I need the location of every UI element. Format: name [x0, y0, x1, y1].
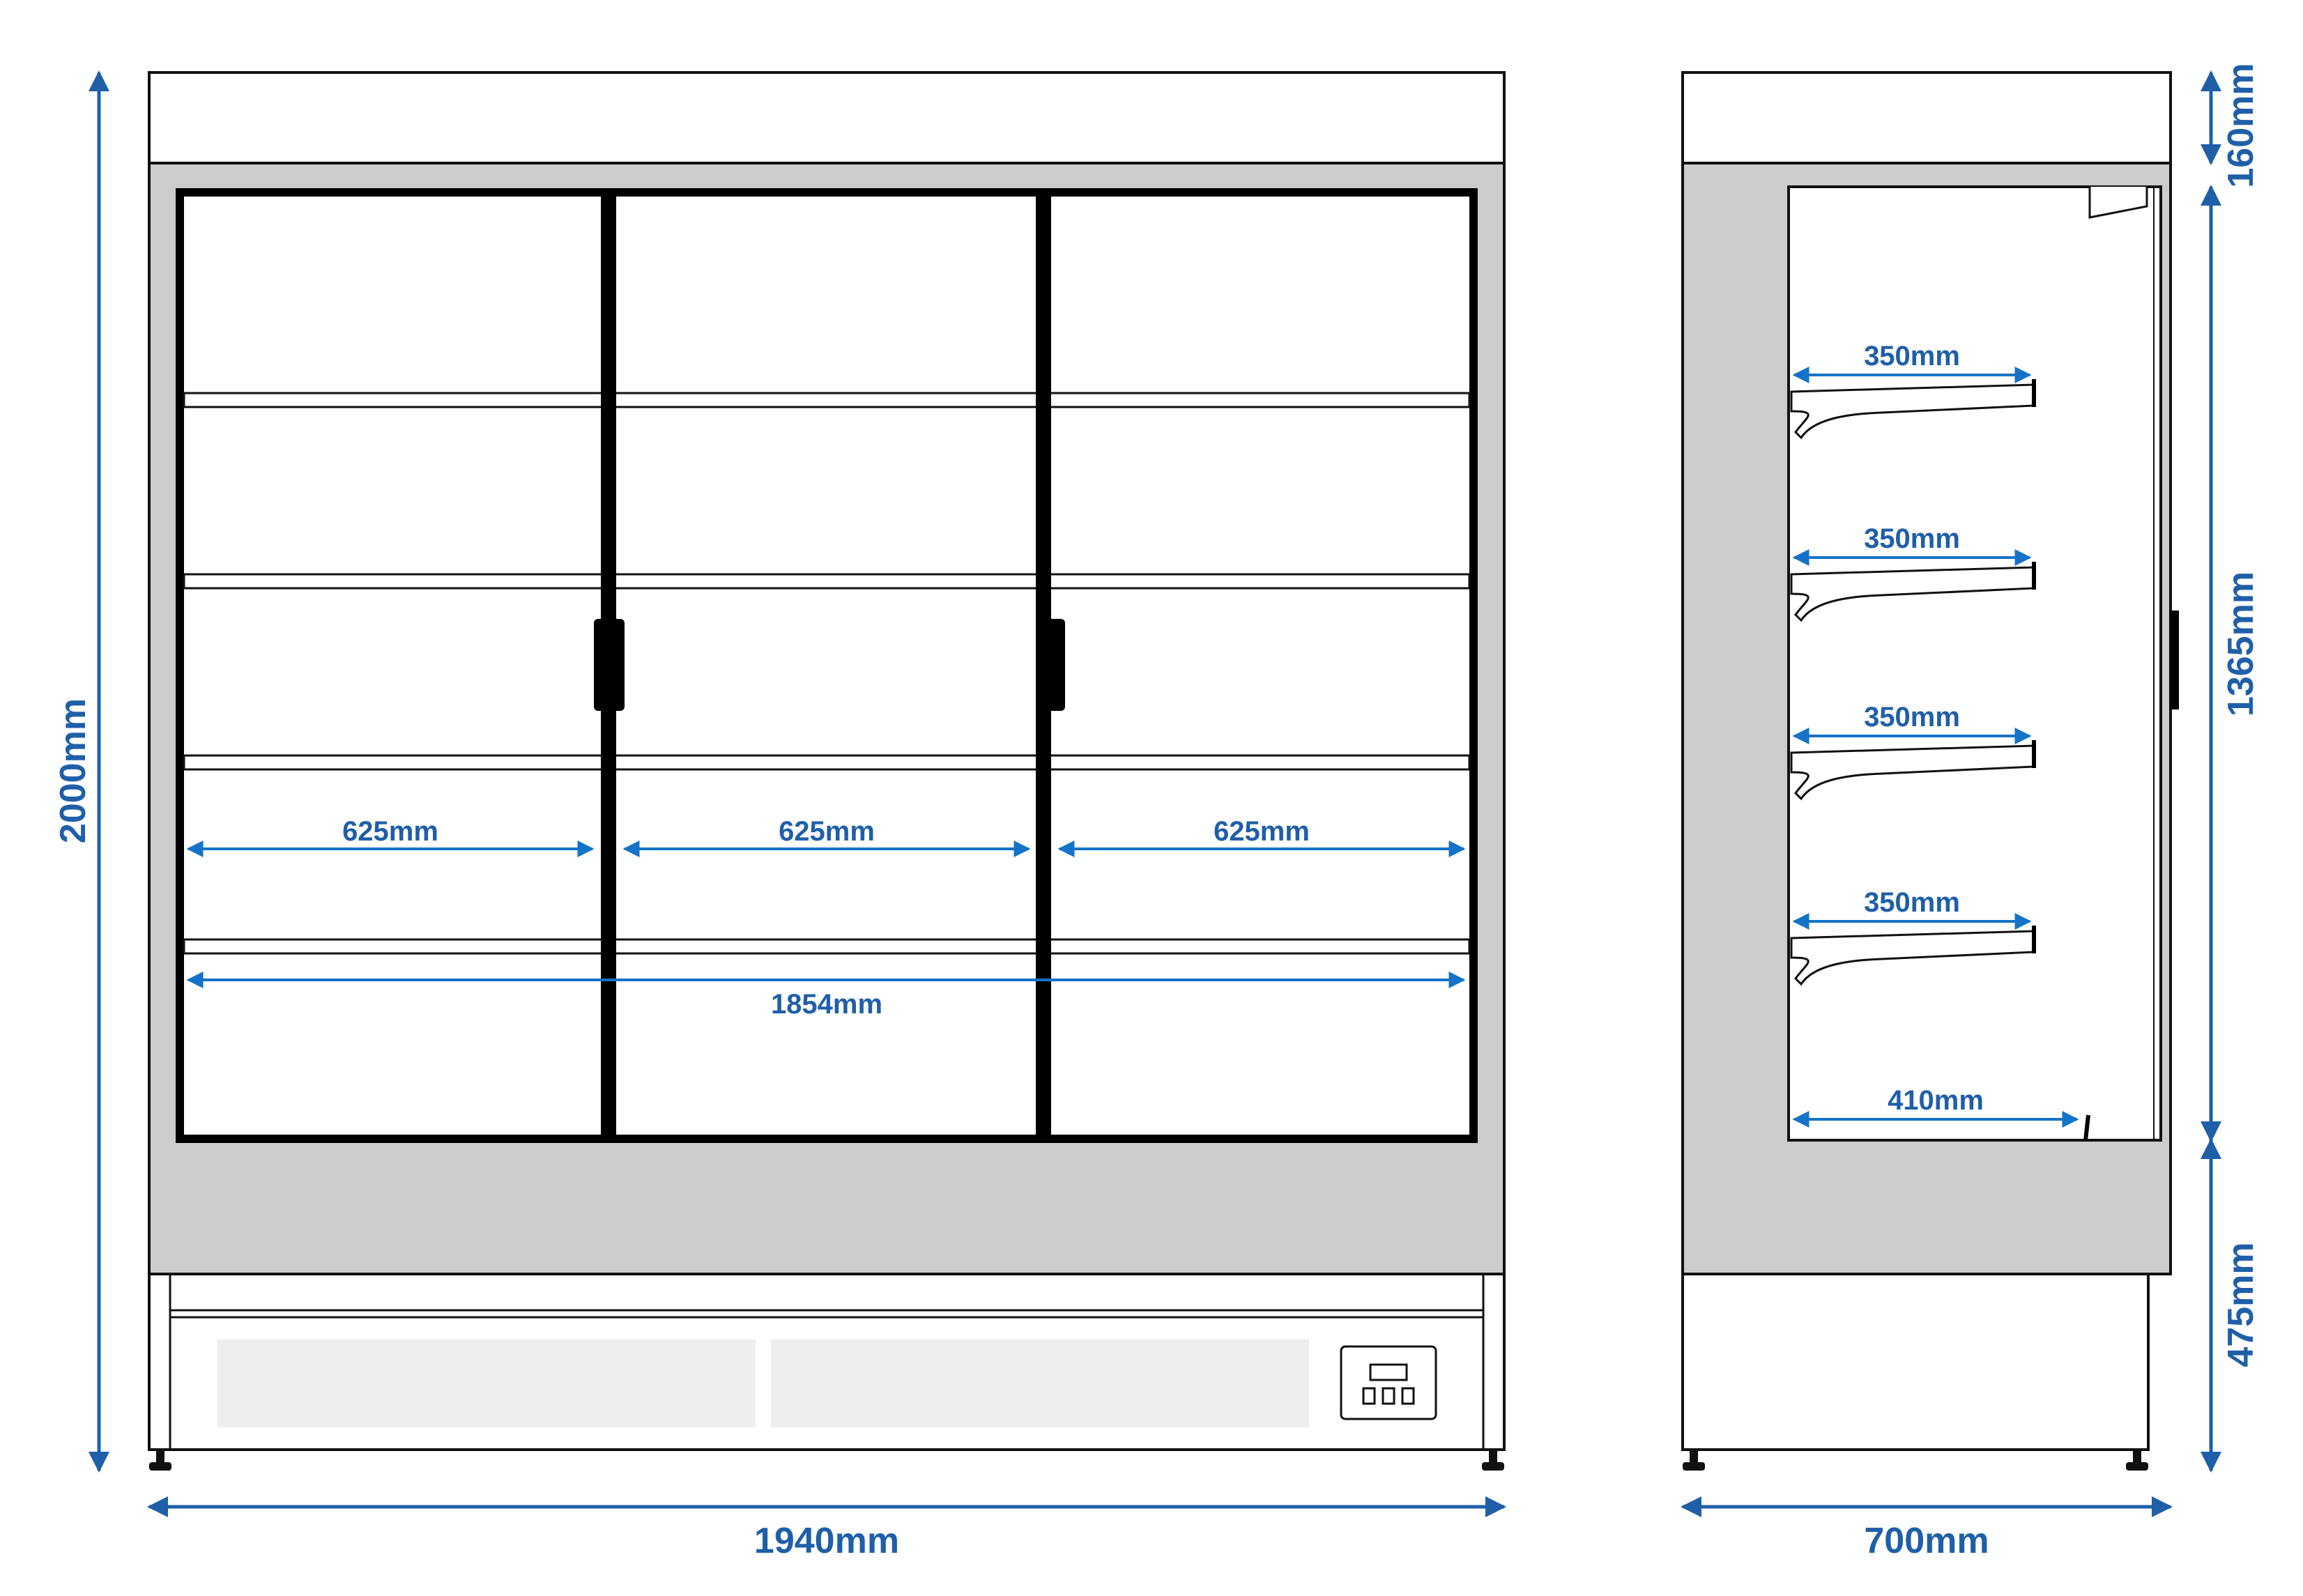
shelf-depth-label-2: 350mm	[1864, 523, 1960, 554]
total-width-label: 1940mm	[754, 1521, 899, 1561]
door-width-label-left: 625mm	[342, 816, 438, 847]
side-top-lamp	[2088, 187, 2148, 219]
door-handle-icon	[1046, 619, 1065, 711]
door-handle-icon	[594, 619, 625, 711]
bottom-shelf-depth-label: 410mm	[1888, 1085, 1984, 1116]
door-handle-icon	[2169, 611, 2179, 709]
front-canopy	[148, 71, 1506, 164]
side-interior	[1787, 185, 2162, 1142]
front-shelf-2	[183, 573, 1471, 590]
side-shelf-2	[1790, 562, 2036, 622]
front-shelf-3	[183, 754, 1471, 771]
shelf-depth-label-4: 350mm	[1864, 887, 1960, 918]
depth-label: 700mm	[1864, 1521, 1989, 1561]
side-canopy	[1681, 71, 2172, 164]
side-shelf-3	[1790, 740, 2036, 801]
top-height-label: 160mm	[2221, 63, 2261, 187]
side-shelf-1	[1790, 379, 2036, 440]
total-height-label: 2000mm	[53, 698, 93, 843]
middle-height-label: 1365mm	[2221, 571, 2261, 716]
control-panel-icon	[1340, 1345, 1437, 1420]
side-view: 350mm 350mm 350mm 350mm 410mm 160mm 1365…	[1681, 63, 2261, 1561]
shelf-depth-label-1: 350mm	[1864, 341, 1960, 371]
front-shelf-4	[183, 938, 1471, 955]
shelf-depth-label-3: 350mm	[1864, 702, 1960, 732]
front-foot-left	[149, 1450, 171, 1471]
inner-width-label: 1854mm	[771, 989, 882, 1020]
bottom-height-label: 475mm	[2221, 1242, 2261, 1367]
front-base-panel-right	[771, 1340, 1309, 1427]
side-shelf-4	[1790, 926, 2036, 986]
front-view: 625mm 625mm 625mm 1854mm 2000mm 1940mm	[53, 70, 1506, 1561]
side-foot-left	[1683, 1450, 1705, 1471]
side-bottom-lip	[2083, 1114, 2090, 1141]
front-door-mullion-2	[1036, 192, 1051, 1139]
door-width-label-right: 625mm	[1214, 816, 1310, 847]
front-base-panel-left	[217, 1340, 756, 1427]
door-width-label-middle: 625mm	[779, 816, 875, 847]
side-base	[1681, 1273, 2150, 1451]
front-foot-right	[1482, 1450, 1504, 1471]
front-shelves	[183, 392, 1471, 955]
side-foot-right	[2126, 1450, 2148, 1471]
front-shelf-1	[183, 392, 1471, 408]
